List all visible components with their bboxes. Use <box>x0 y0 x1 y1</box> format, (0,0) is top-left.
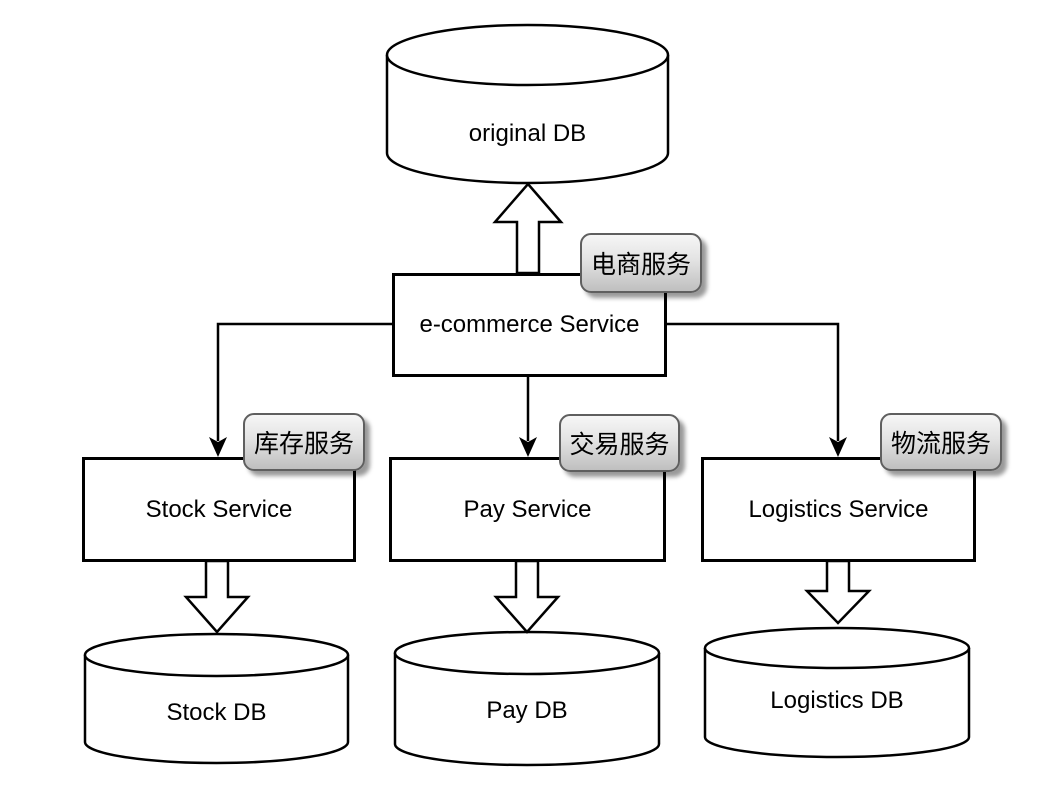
badge-label: 交易服务 <box>569 431 670 459</box>
node-label: Logistics DB <box>770 686 904 714</box>
block-arrow-up-to-original-db <box>492 182 564 275</box>
badge-label: 电商服务 <box>590 251 691 279</box>
badge-ecommerce-service: 电商服务 <box>580 233 702 293</box>
block-arrow-down-to-pay-db <box>493 559 561 634</box>
node-label: Logistics Service <box>748 495 929 523</box>
node-pay-db: Pay DB <box>395 668 659 753</box>
node-label: Stock Service <box>145 495 293 523</box>
block-arrow-down-to-stock-db <box>183 559 251 634</box>
arrowhead <box>209 437 227 457</box>
badge-logistics-service: 物流服务 <box>880 413 1002 471</box>
logistics-db-cylinder <box>703 626 971 759</box>
badge-label: 物流服务 <box>890 430 991 458</box>
node-original-db: original DB <box>387 85 668 183</box>
node-label: e-commerce Service <box>419 311 640 338</box>
badge-stock-service: 库存服务 <box>243 413 365 471</box>
node-label: Pay Service <box>463 495 592 523</box>
node-pay-service: Pay Service <box>389 457 666 562</box>
block-arrow-down-to-logistics-db <box>804 559 872 625</box>
connector-ecommerce-to-pay <box>519 377 537 457</box>
node-stock-service: Stock Service <box>82 457 356 562</box>
connector-ecommerce-to-stock <box>209 322 392 457</box>
badge-label: 库存服务 <box>253 430 354 458</box>
original-db-cylinder <box>385 23 670 185</box>
node-label: original DB <box>468 120 587 147</box>
node-logistics-service: Logistics Service <box>701 457 976 562</box>
node-logistics-db: Logistics DB <box>705 658 969 743</box>
node-label: Stock DB <box>166 698 267 726</box>
arrowhead <box>829 437 847 457</box>
node-label: Pay DB <box>486 696 568 724</box>
arrowhead <box>519 437 537 457</box>
connector-ecommerce-to-logistics <box>667 322 847 457</box>
node-stock-db: Stock DB <box>85 670 348 755</box>
badge-pay-service: 交易服务 <box>559 414 680 472</box>
pay-db-cylinder <box>393 630 661 767</box>
stock-db-cylinder <box>83 632 350 765</box>
